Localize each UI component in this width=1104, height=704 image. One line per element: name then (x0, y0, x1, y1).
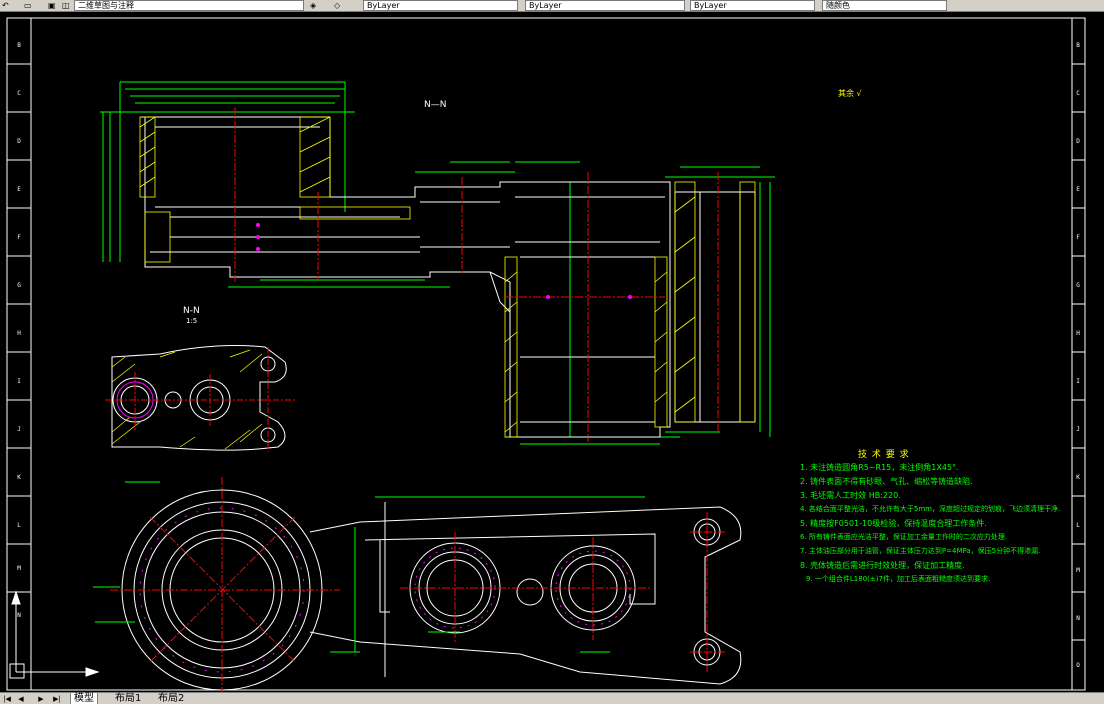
zone-label-left: N (17, 612, 21, 619)
zone-label-left: M (17, 565, 21, 572)
zone-label-right: O (1076, 662, 1080, 669)
surface-finish-note: 其余 √ (838, 89, 862, 98)
zone-label-left: H (17, 330, 21, 337)
tech-note: 8. 壳体铸造后需进行时效处理，保证加工精度. (800, 561, 965, 570)
zone-label-right: F (1076, 234, 1080, 241)
drawing-sheet (6, 17, 1086, 692)
layer-props-icon[interactable]: ◇ (334, 1, 341, 10)
zone-label-left: C (17, 90, 21, 97)
zone-label-right: J (1076, 426, 1080, 433)
model-space-canvas[interactable]: B C D E F G H I J K L M N B C D E F G H … (0, 12, 1104, 692)
zone-label-right: D (1076, 138, 1080, 145)
tech-requirements-title: 技 术 要 求 (858, 450, 910, 460)
zone-label-right: L (1076, 522, 1080, 529)
save-icon[interactable]: ▣ (48, 1, 56, 10)
zone-label-right: H (1076, 330, 1080, 337)
layout-tabs-bar: |◀ ◀ ▶ ▶| 模型 布局1 布局2 (0, 692, 1104, 704)
zone-label-right: C (1076, 90, 1080, 97)
layer-state-icon[interactable]: ◈ (310, 1, 317, 10)
tab-layout1[interactable]: 布局1 (115, 693, 142, 704)
next-tab-icon[interactable]: ▶ (38, 695, 44, 703)
section-view-nn (105, 345, 295, 452)
zone-label-right: E (1076, 186, 1080, 193)
ucs-icon (9, 590, 100, 679)
zone-label-left: E (17, 186, 21, 193)
zone-label-right: I (1076, 378, 1080, 385)
lineweight-select[interactable]: ByLayer (690, 0, 815, 11)
open-icon[interactable]: ▭ (24, 1, 32, 10)
zone-label-right: M (1076, 567, 1080, 574)
last-tab-icon[interactable]: ▶| (53, 695, 61, 703)
plotstyle-select[interactable]: 随颜色 (822, 0, 947, 11)
section-view-top (100, 81, 775, 445)
tech-note: 5. 精度按F0501-10级检验，保持温度合理工作条件. (800, 519, 987, 528)
section-title-top: N—N (424, 100, 447, 110)
tech-note: 6. 所有铸件表面应光洁平整，保证加工余量工作时的二次应力处理. (800, 533, 1008, 541)
section-scale: 1:5 (186, 317, 198, 325)
zone-label-left: F (17, 234, 21, 241)
tab-model[interactable]: 模型 (70, 693, 98, 704)
zone-label-right: K (1076, 474, 1080, 481)
prev-tab-icon[interactable]: ◀ (18, 695, 24, 703)
drawing-frame (6, 17, 1086, 691)
tech-note: 3. 毛坯需人工时效 HB:220. (800, 491, 901, 500)
plot-icon[interactable]: ◫ (62, 1, 70, 10)
tech-note: 7. 主体油压部分用于油管，保证主体压力达到P=4MPa，保压5分钟不得渗漏. (800, 547, 1041, 555)
zone-label-right: B (1076, 42, 1080, 49)
tech-note: 2. 铸件表面不得有砂眼、气孔、缩松等铸造缺陷. (800, 477, 973, 486)
layer-select[interactable]: ByLayer (363, 0, 518, 11)
zone-label-right: N (1076, 615, 1080, 622)
first-tab-icon[interactable]: |◀ (3, 695, 11, 703)
linetype-select[interactable]: ByLayer (525, 0, 685, 11)
undo-icon[interactable]: ↶ (2, 1, 9, 10)
zone-label-right: G (1076, 282, 1080, 289)
section-title-small: N-N (183, 306, 200, 316)
tech-note: 9. 一个组合件L180(±)7件，加工后表面粗糙度须达到要求. (806, 575, 991, 583)
zone-label-left: L (17, 522, 21, 529)
zone-label-left: I (17, 378, 21, 385)
zone-label-left: G (17, 282, 21, 289)
zone-label-left: K (17, 474, 21, 481)
properties-toolbar: ↶ ▭ ▣ ◫ 二维草图与注释 ◈ ◇ ByLayer ByLayer ByLa… (0, 0, 1104, 12)
zone-label-left: J (17, 426, 21, 433)
plan-view (93, 477, 742, 692)
zone-label-left: B (17, 42, 21, 49)
tech-note: 1. 未注铸造圆角R5~R15，未注倒角1X45°. (800, 463, 959, 472)
tech-note: 4. 各结合面平整光洁，不允许有大于5mm，深度超过规定的划痕，飞边须清理干净. (800, 505, 1061, 513)
workspace-select[interactable]: 二维草图与注释 (74, 0, 304, 11)
tab-layout2[interactable]: 布局2 (158, 693, 185, 704)
zone-label-left: D (17, 138, 21, 145)
